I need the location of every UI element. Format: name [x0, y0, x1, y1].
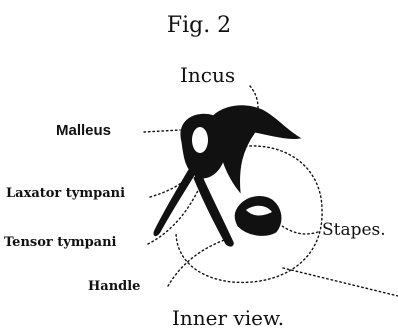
- malleus-highlight: [192, 127, 208, 153]
- ossicles: [154, 106, 300, 246]
- laxator-tympani-label: Laxator tympani: [6, 186, 125, 201]
- tensor-tympani-label: Tensor tympani: [4, 235, 117, 250]
- malleus-label: Malleus: [56, 122, 111, 139]
- malleus-process-shape: [154, 168, 196, 236]
- handle-label: Handle: [88, 279, 140, 294]
- figure-caption: Inner view.: [172, 306, 284, 330]
- tail-leader: [283, 268, 398, 296]
- malleus-leader: [144, 130, 180, 132]
- malleus-handle-shape: [194, 172, 233, 246]
- figure-number: Fig. 2: [167, 13, 231, 38]
- stapes-label: Stapes.: [322, 220, 386, 240]
- stapes-leader: [282, 226, 318, 234]
- incus-label: Incus: [180, 63, 235, 87]
- stapes-shape: [235, 197, 281, 236]
